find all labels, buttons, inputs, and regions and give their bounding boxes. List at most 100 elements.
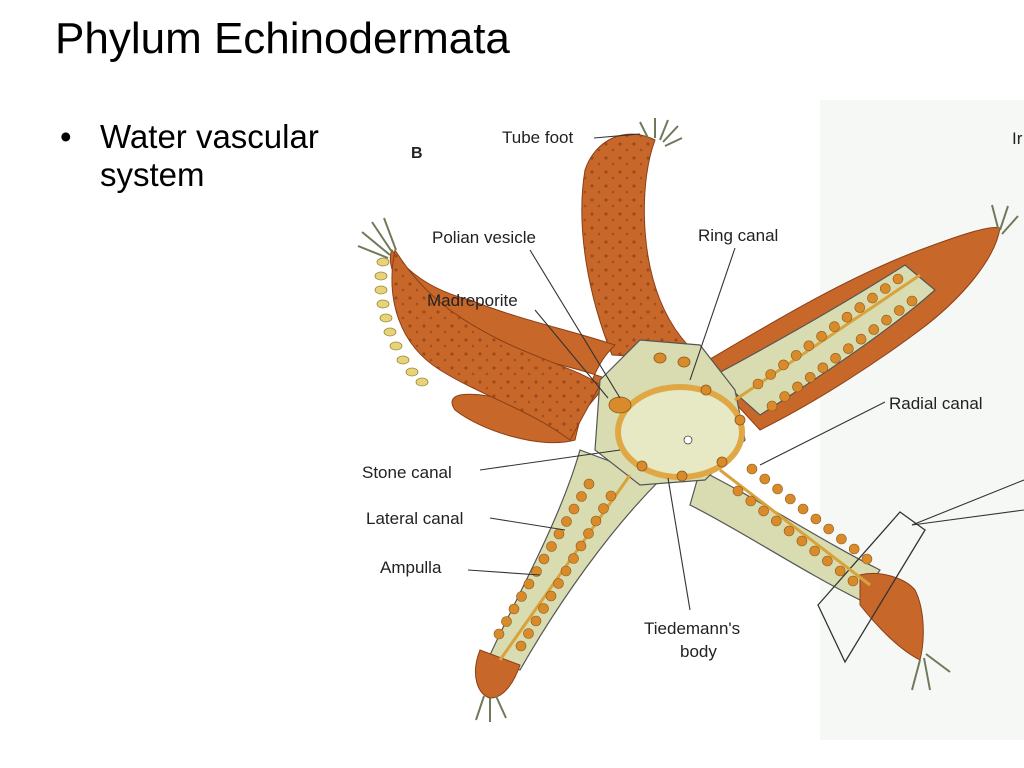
slide-title: Phylum Echinodermata	[55, 14, 510, 63]
ampulla-bulb	[836, 533, 847, 545]
ampulla-bulb	[893, 305, 905, 316]
arm-left-tube-feet	[374, 257, 429, 387]
tube-foot-strand	[664, 137, 683, 147]
tube-foot-strand	[383, 217, 397, 251]
leader-madreporite	[534, 309, 609, 399]
polian-vesicle	[608, 396, 632, 414]
leader-ampulla	[467, 569, 541, 576]
ampulla-bulb	[758, 505, 769, 517]
ampulla-bulb	[732, 485, 744, 497]
tube-foot-strand	[495, 695, 507, 719]
ampulla-bulb	[881, 314, 892, 326]
ampulla-bulb	[861, 553, 873, 565]
ampulla-bulb	[809, 545, 821, 557]
leader-section-2	[911, 509, 1024, 526]
panel-letter: B	[411, 145, 423, 162]
ampulla-bulb	[796, 535, 808, 547]
leader-ring-canal	[689, 247, 736, 381]
ampullae-lower-left	[493, 478, 617, 652]
ampulla-bulb	[516, 591, 527, 602]
leader-tiedemanns-body	[667, 477, 691, 611]
tiedemanns-body	[676, 470, 688, 482]
tube-foot-bulb	[405, 367, 419, 377]
label-madreporite: Madreporite	[427, 291, 518, 310]
ampulla-bulb	[823, 523, 835, 535]
ampulla-bulb	[772, 483, 783, 495]
ampulla-bulb	[867, 292, 878, 304]
ampulla-bulb	[830, 352, 841, 364]
ampulla-bulb	[523, 628, 534, 639]
label-tube-foot: Tube foot	[502, 128, 573, 147]
tube-foot-strand	[911, 659, 921, 691]
arm-lower-right	[689, 469, 951, 691]
ampulla-bulb	[568, 553, 579, 564]
ampulla-bulb	[746, 463, 758, 475]
tube-foot-bulb	[374, 285, 388, 295]
ampulla-bulb	[583, 478, 595, 490]
tube-foot-bulb	[379, 313, 393, 323]
label-polian-vesicle: Polian vesicle	[432, 228, 536, 247]
ampulla-bulb	[590, 515, 602, 527]
ampulla-bulb	[868, 324, 880, 335]
arm-right-tip-feet	[991, 204, 1019, 235]
tube-foot-strand	[1001, 215, 1019, 235]
leader-section-1	[911, 479, 1024, 526]
arm-lower-right-tip-feet	[911, 653, 951, 691]
leader-lines	[467, 133, 1024, 611]
ampulla-bulb	[531, 566, 542, 577]
ampulla-bulb	[501, 616, 512, 627]
tube-foot-bulb	[389, 341, 403, 351]
ampulla-bulb	[816, 330, 827, 342]
arm-left-dots	[392, 250, 600, 440]
ampulla-bulb	[538, 553, 550, 565]
radial-canal-right	[734, 273, 921, 402]
ampulla-bulb	[783, 525, 795, 537]
leader-radial-canal	[759, 401, 886, 466]
tube-foot-strand	[371, 221, 393, 253]
tube-foot-bulb	[374, 271, 388, 281]
tube-foot-strand	[357, 245, 389, 259]
label-ring-canal: Ring canal	[698, 226, 778, 245]
ampulla-bulb	[745, 495, 757, 507]
tube-foot-strand	[923, 657, 931, 691]
label-stone-canal: Stone canal	[362, 463, 452, 482]
arm-upper	[581, 118, 707, 361]
polian-vesicle	[677, 356, 691, 368]
arm-upper-tube-feet	[639, 118, 683, 147]
ampulla-bulb	[822, 555, 833, 567]
ampullae-lower-right	[732, 463, 873, 587]
disc-center-pore	[683, 435, 693, 445]
tube-foot-strand	[639, 121, 649, 139]
bullet-item: Water vascular system	[60, 118, 400, 194]
ampullae-right	[752, 273, 918, 412]
ampulla-bulb	[829, 321, 840, 333]
ampulla-bulb	[803, 340, 815, 352]
label-tiedemanns-body-line1: Tiedemann's	[644, 619, 740, 638]
tube-foot-strand	[999, 205, 1009, 231]
tube-foot-strand	[475, 695, 485, 721]
tiedemanns-body	[636, 460, 648, 472]
ampulla-bulb	[759, 473, 771, 485]
arm-left-tip-feet	[357, 217, 397, 259]
ampulla-bulb	[538, 603, 549, 614]
ampulla-bulb	[804, 372, 816, 383]
tube-foot-bulb	[415, 377, 429, 387]
tiedemanns-body	[734, 414, 746, 426]
radial-canal-lower-right	[719, 468, 871, 587]
central-disc	[594, 339, 746, 486]
ampulla-bulb	[854, 302, 866, 313]
arm-lower-left-tip-feet	[475, 695, 507, 722]
tube-foot-strand	[659, 119, 669, 141]
label-tiedemanns-body-line2: body	[680, 642, 717, 661]
ampulla-bulb	[765, 369, 777, 380]
ampulla-bulb	[515, 640, 527, 652]
ampulla-bulb	[847, 575, 859, 587]
bullet-list: Water vascular system	[60, 118, 400, 194]
tiedemanns-bodies	[636, 384, 746, 482]
ampulla-bulb	[766, 400, 778, 412]
ampulla-bulb	[843, 343, 854, 355]
ampulla-bulb	[575, 540, 587, 552]
ampulla-bulb	[779, 391, 791, 402]
ampulla-bulb	[561, 516, 572, 527]
